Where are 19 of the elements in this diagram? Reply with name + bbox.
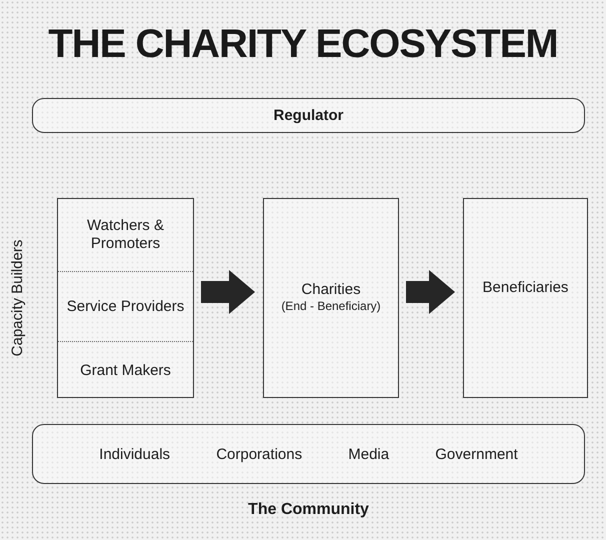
node-label: Watchers & Promoters	[86, 217, 165, 253]
group-heading: Capacity Builders	[8, 238, 27, 358]
box	[463, 198, 588, 398]
node-label: Regulator	[273, 106, 344, 124]
node-label: Beneficiaries	[482, 279, 568, 297]
node-label: Grant Makers	[80, 362, 171, 380]
community-member-label: Individuals	[99, 446, 170, 462]
title: THE CHARITY ECOSYSTEM	[47, 22, 559, 67]
box	[263, 198, 399, 398]
node-label: Service Providers	[66, 298, 184, 316]
block-arrow	[201, 270, 255, 314]
community-member-label: Government	[435, 446, 518, 462]
node-subtext: (End - Beneficiary)	[281, 299, 381, 314]
community-member-label: Media	[348, 446, 390, 462]
community-member-label: Corporations	[216, 446, 302, 462]
rounded-box	[32, 98, 585, 133]
group-heading: The Community	[247, 501, 370, 519]
node-label: Charities	[301, 281, 361, 299]
block-arrow	[406, 270, 455, 314]
